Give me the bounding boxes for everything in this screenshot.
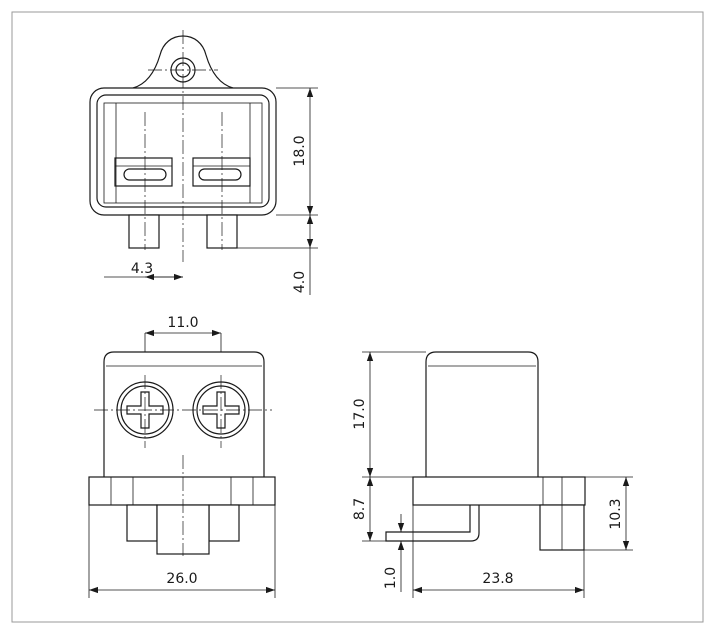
front-body xyxy=(103,351,265,477)
dim-label-8-7: 8.7 xyxy=(352,498,368,520)
side-body xyxy=(425,351,539,477)
dim-label-4-3: 4.3 xyxy=(131,261,153,277)
pin-left xyxy=(128,214,160,249)
front-pin-right xyxy=(208,504,240,542)
screw-left-cross xyxy=(126,391,164,429)
side-flange xyxy=(412,476,586,506)
contact-right-slot xyxy=(198,168,242,181)
sheet-frame xyxy=(11,11,704,623)
contact-right xyxy=(192,157,251,187)
screw-right-cross xyxy=(202,391,240,429)
base-flange xyxy=(88,476,276,506)
dim-label-1: 1.0 xyxy=(383,567,399,589)
dim-label-26: 26.0 xyxy=(166,571,197,587)
front-pin-left xyxy=(126,504,158,542)
dim-label-4: 4.0 xyxy=(292,271,308,293)
bent-pin xyxy=(385,505,480,542)
side-view: 17.0 8.7 1.0 23.8 10.3 xyxy=(352,351,633,598)
dim-label-11: 11.0 xyxy=(167,315,198,331)
dim-label-23-8: 23.8 xyxy=(482,571,513,587)
top-view: 18.0 4.0 4.3 xyxy=(89,30,318,295)
contact-left xyxy=(114,157,173,187)
dim-label-10-3: 10.3 xyxy=(608,498,624,529)
front-view: 11.0 26.0 xyxy=(88,315,276,598)
dim-label-17: 17.0 xyxy=(352,398,368,429)
dim-label-18: 18.0 xyxy=(292,135,308,166)
